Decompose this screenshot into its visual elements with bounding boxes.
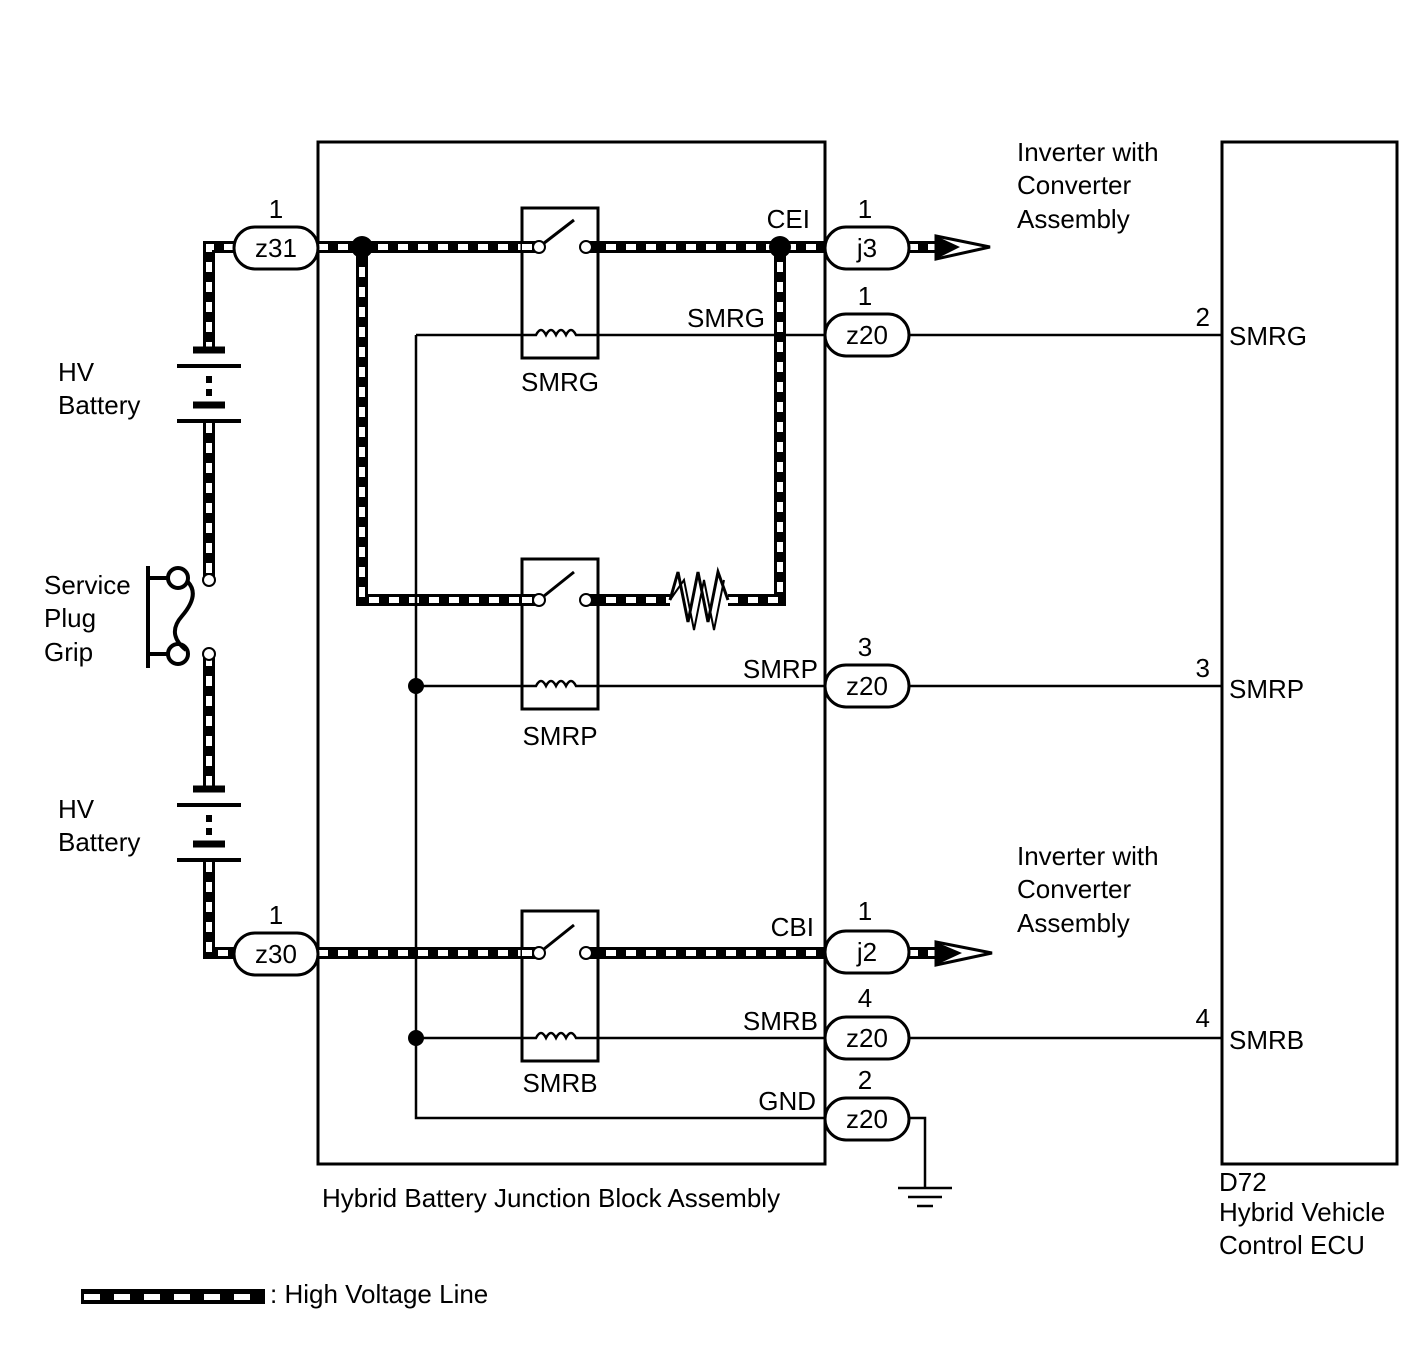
relay-label-smrp: SMRP: [522, 721, 597, 751]
wire-label-cei: CEI: [767, 204, 810, 234]
precharge-resistor: [668, 566, 730, 631]
ecu-pin-num: 4: [1196, 1003, 1210, 1033]
relay-label-smrg: SMRG: [521, 367, 599, 397]
connector-j2: j2 1: [823, 896, 911, 975]
junction-dot: [408, 678, 424, 694]
hv-battery-top-label: HV Battery: [58, 357, 140, 420]
svg-text:z20: z20: [846, 1023, 888, 1053]
control-wires: [414, 333, 1222, 1208]
relay-smrb: [520, 909, 600, 1063]
ecu-pin-num: 2: [1196, 302, 1210, 332]
connector-z31: z31 1: [232, 194, 320, 271]
svg-text:2: 2: [858, 1065, 872, 1095]
ecu-pin-name: SMRB: [1229, 1025, 1304, 1055]
service-plug-symbol: [146, 566, 216, 668]
connector-z20-smrb: z20 4: [823, 983, 911, 1061]
hv-battery-top-symbol: [177, 346, 241, 423]
svg-text:3: 3: [858, 632, 872, 662]
relay-smrg: [520, 206, 600, 360]
svg-text:4: 4: [858, 983, 872, 1013]
svg-text:z30: z30: [255, 939, 297, 969]
junction-dot: [769, 236, 791, 258]
svg-text:1: 1: [858, 281, 872, 311]
svg-text:1: 1: [858, 194, 872, 224]
junction-dot: [408, 1030, 424, 1046]
connector-z20-gnd: z20 2: [823, 1065, 911, 1142]
junction-block-box: [316, 140, 827, 1166]
svg-text:1: 1: [269, 194, 283, 224]
wire-label-smrb: SMRB: [743, 1006, 818, 1036]
junction-dot: [351, 236, 373, 258]
wire-label-smrp: SMRP: [743, 654, 818, 684]
svg-text:z31: z31: [255, 233, 297, 263]
hv-battery-bottom-symbol: [177, 785, 241, 862]
connector-j3: j3 1: [823, 194, 911, 271]
hv-battery-bottom-label: HV Battery: [58, 794, 140, 857]
ecu-box: [1220, 140, 1399, 1166]
ecu-pin-name: SMRP: [1229, 674, 1304, 704]
legend-label: : High Voltage Line: [270, 1279, 488, 1309]
legend: : High Voltage Line: [81, 1279, 488, 1309]
svg-text:j3: j3: [856, 233, 877, 263]
wire-label-cbi: CBI: [771, 912, 814, 942]
wire-label-gnd: GND: [758, 1086, 816, 1116]
inverter-bottom-label: Inverter with Converter Assembly: [1017, 841, 1166, 938]
ecu-label: D72 Hybrid Vehicle Control ECU: [1219, 1167, 1392, 1260]
relay-smrp: [520, 557, 600, 711]
connector-z20-smrg: z20 1: [823, 281, 911, 358]
svg-text:z20: z20: [846, 671, 888, 701]
svg-text:j2: j2: [856, 937, 877, 967]
svg-text:1: 1: [269, 900, 283, 930]
service-plug-label: Service Plug Grip: [44, 570, 138, 667]
ecu-pin-num: 3: [1196, 653, 1210, 683]
connector-z30: z30 1: [232, 900, 320, 977]
junction-block-label: Hybrid Battery Junction Block Assembly: [322, 1183, 780, 1213]
svg-text:1: 1: [858, 896, 872, 926]
ecu-pin-name: SMRG: [1229, 321, 1307, 351]
svg-text:z20: z20: [846, 1104, 888, 1134]
svg-text:z20: z20: [846, 320, 888, 350]
connector-z20-smrp: z20 3: [823, 632, 911, 709]
relay-label-smrb: SMRB: [522, 1068, 597, 1098]
inverter-top-label: Inverter with Converter Assembly: [1017, 137, 1166, 234]
wire-label-smrg: SMRG: [687, 303, 765, 333]
